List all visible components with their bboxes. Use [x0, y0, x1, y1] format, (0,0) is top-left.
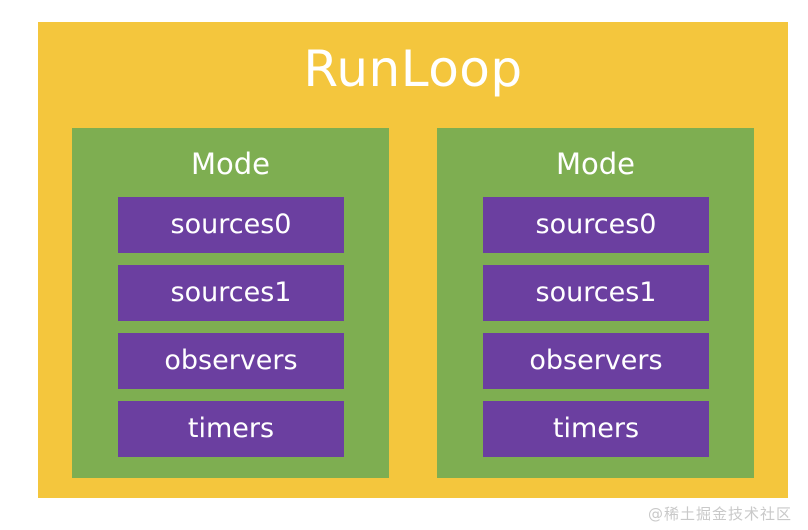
mode-items-left: sources0 sources1 observers timers	[118, 197, 344, 457]
mode-title-left: Mode	[190, 147, 270, 181]
mode-columns: Mode sources0 sources1 observers timers …	[72, 128, 754, 478]
mode-item-timers: timers	[118, 401, 344, 457]
watermark-text: @稀土掘金技术社区	[647, 505, 792, 523]
runloop-container: RunLoop Mode sources0 sources1 observers…	[38, 22, 788, 498]
mode-box-left: Mode sources0 sources1 observers timers	[72, 128, 389, 478]
mode-title-right: Mode	[555, 147, 635, 181]
mode-item-observers: observers	[483, 333, 709, 389]
mode-item-sources0: sources0	[483, 197, 709, 253]
mode-items-right: sources0 sources1 observers timers	[483, 197, 709, 457]
mode-item-sources1: sources1	[483, 265, 709, 321]
runloop-title: RunLoop	[303, 40, 523, 98]
mode-item-timers: timers	[483, 401, 709, 457]
mode-item-sources1: sources1	[118, 265, 344, 321]
mode-box-right: Mode sources0 sources1 observers timers	[437, 128, 754, 478]
mode-item-observers: observers	[118, 333, 344, 389]
mode-item-sources0: sources0	[118, 197, 344, 253]
